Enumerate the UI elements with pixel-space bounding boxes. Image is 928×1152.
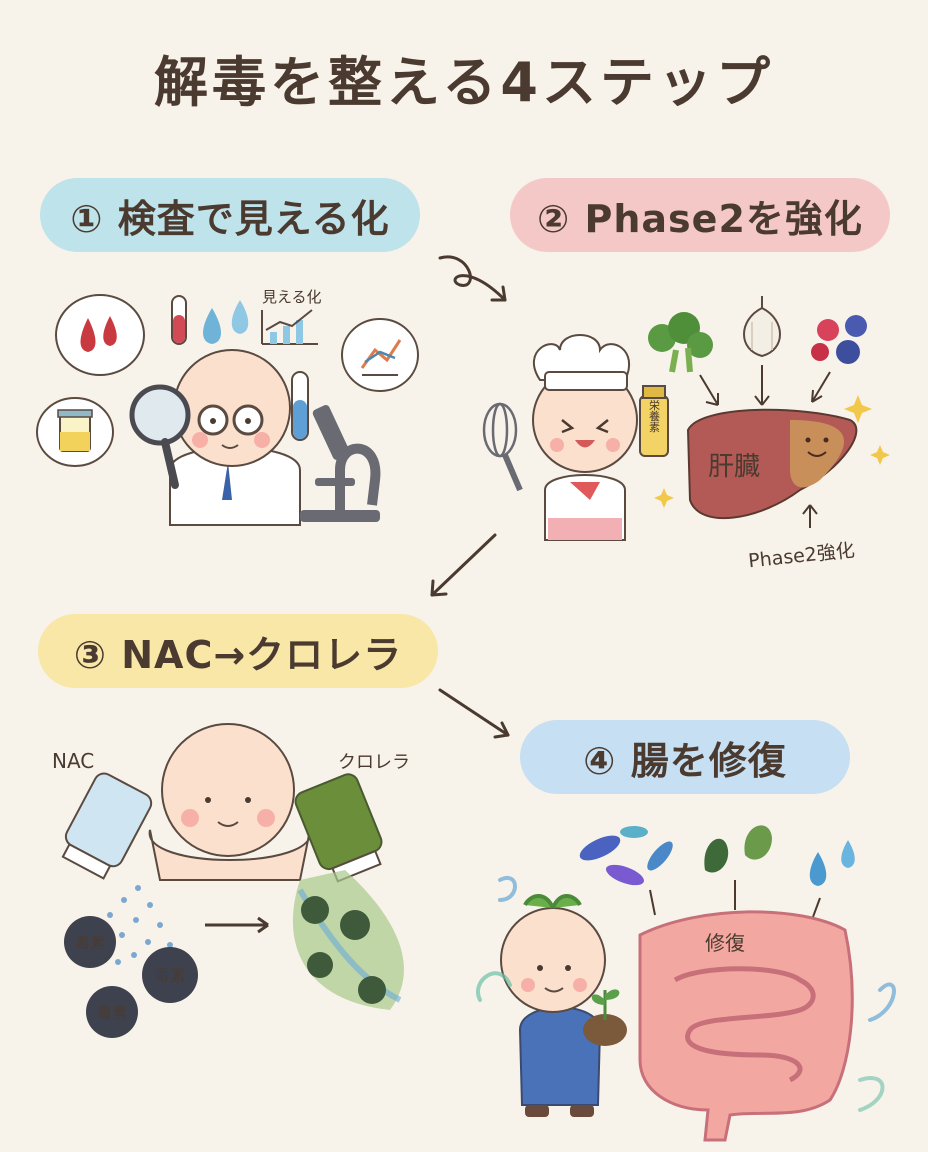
- food-arrows: [699, 365, 831, 406]
- bacteria-icons: [579, 826, 673, 886]
- nac-bottle-icon: [61, 772, 153, 880]
- step-4-illustration: 修復: [476, 825, 896, 1142]
- phase2-boost-label: Phase2強化: [747, 539, 856, 572]
- phase2-arrow: [802, 504, 818, 528]
- step-2-label: ② Phase2を強化: [510, 178, 890, 252]
- visualize-chart: 見える化: [261, 288, 322, 345]
- flow-arrow-1-2: [438, 255, 507, 302]
- toxin-label-1: 毒素: [75, 934, 105, 952]
- chlorella-bottle-icon: [294, 773, 383, 883]
- chlorella-label: クロレラ: [338, 752, 410, 773]
- scientist-character: [169, 349, 301, 526]
- gardener-character: [500, 894, 606, 1117]
- nutrient-bottle-icon: 栄養素: [639, 385, 669, 457]
- whisk-icon: [482, 402, 523, 492]
- baby-character: [148, 723, 312, 881]
- berries-icon: [811, 315, 867, 364]
- flow-arrow-2-3: [430, 533, 497, 597]
- toxin-arrow: [205, 916, 269, 934]
- step-1-label: ① 検査で見える化: [40, 178, 420, 252]
- flow-arrow-3-4: [438, 688, 510, 739]
- chlorella-stream: [292, 870, 404, 1010]
- toxin-icons: 毒素 毒素 毒素: [64, 916, 198, 1038]
- swirl-decor: [476, 876, 896, 1112]
- sparkle-icons: [654, 395, 890, 508]
- water-drops-icon: [203, 300, 249, 344]
- chef-character: [532, 334, 638, 541]
- step-3-illustration: NAC クロレラ: [52, 723, 410, 1038]
- repair-label: 修復: [705, 931, 745, 955]
- microscope-icon: [300, 405, 381, 522]
- blue-test-tube-icon: [291, 371, 309, 441]
- step-1-illustration: 見える化: [36, 288, 419, 526]
- sprout-soil-icon: [583, 989, 627, 1046]
- step-4-label: ④ 腸を修復: [520, 720, 850, 794]
- test-tube-icon: [171, 295, 187, 345]
- toxin-label-2: 毒素: [154, 966, 186, 985]
- leaf-icons: [704, 825, 772, 873]
- blood-drops-bubble: [55, 294, 145, 376]
- magnifier-icon: [129, 384, 191, 489]
- liver-label: 肝臓: [708, 452, 760, 482]
- nutrient-label: 栄養素: [648, 398, 661, 432]
- visualize-label: 見える化: [262, 288, 322, 306]
- page-title: 解毒を整える4ステップ: [154, 51, 774, 114]
- liver-icon: 肝臓: [686, 408, 858, 520]
- toxin-label-3: 毒素: [97, 1004, 127, 1022]
- step-3-label: ③ NAC→クロレラ: [38, 614, 438, 688]
- step-2-illustration: 肝臓 Phase2強化: [482, 296, 890, 572]
- chart-bubble: [341, 318, 419, 392]
- broccoli-icon: [648, 312, 713, 373]
- urine-cup-bubble: [36, 397, 114, 467]
- water-drop-icons: [809, 840, 855, 886]
- nac-label: NAC: [52, 749, 94, 773]
- garlic-icon: [743, 296, 781, 358]
- intestine-icon: 修復: [638, 910, 854, 1142]
